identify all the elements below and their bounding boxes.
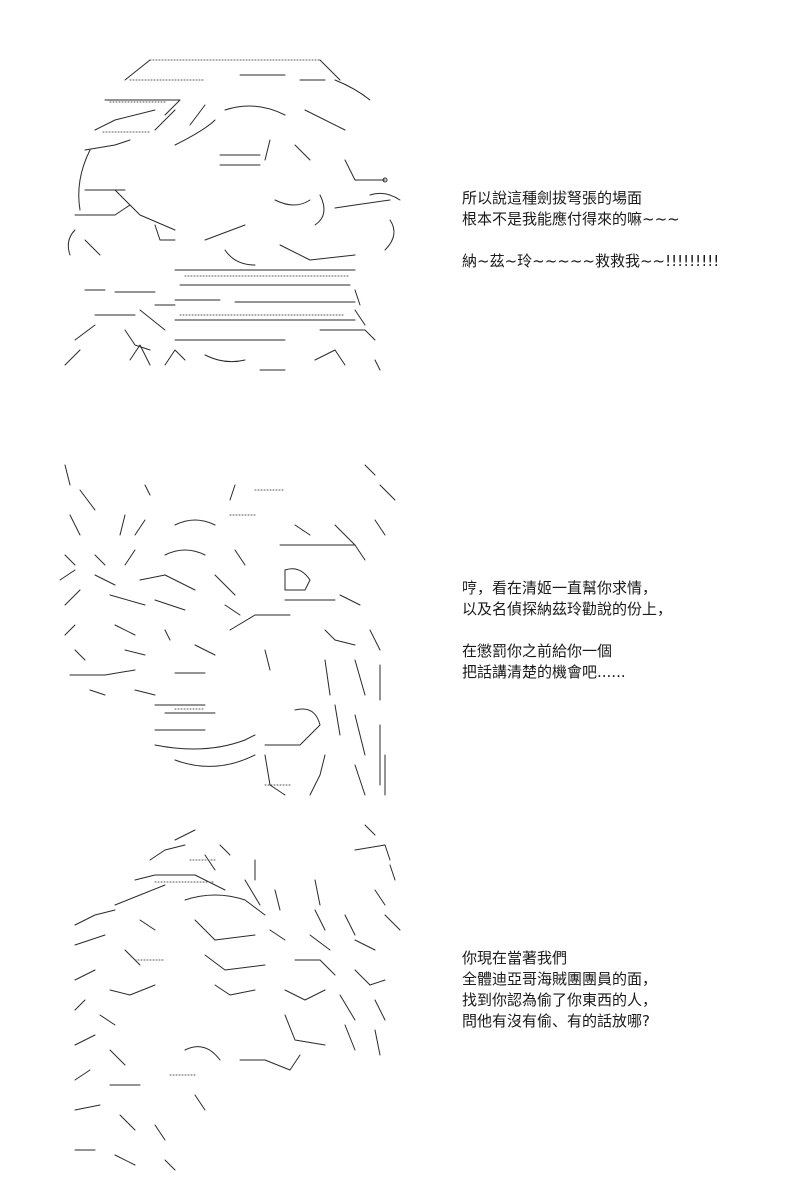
dialog-line: 全體迪亞哥海賊團團員的面， xyxy=(462,970,658,988)
dialog-line: 以及名偵探納茲玲勸說的份上， xyxy=(462,600,673,618)
ascii-art-drawing xyxy=(74,824,401,1171)
ascii-art-worried-girl-face xyxy=(55,40,405,390)
dialog-line: 問他有沒有偷、有的話放哪? xyxy=(462,1012,650,1030)
panel-2: 哼，看在清姬一直幫你求情， 以及名偵探納茲玲勸說的份上， 在懲罰你之前給你一個 … xyxy=(0,455,800,815)
dialog-line: 你現在當著我們 xyxy=(462,949,568,967)
panel-2-dialog: 哼，看在清姬一直幫你求情， 以及名偵探納茲玲勸說的份上， 在懲罰你之前給你一個 … xyxy=(462,578,782,683)
dialog-line: 根本不是我能應付得來的嘛~~~ xyxy=(462,210,680,228)
panel-3: 你現在當著我們 全體迪亞哥海賊團團員的面， 找到你認為偷了你東西的人， 問他有沒… xyxy=(0,820,800,1180)
dialog-line: 納~茲~玲~~~~~救救我~~!!!!!!!!! xyxy=(462,252,720,270)
ascii-art-drawing xyxy=(64,59,401,371)
dialog-line: 哼，看在清姬一直幫你求情， xyxy=(462,579,658,597)
panel-3-dialog: 你現在當著我們 全體迪亞哥海賊團團員的面， 找到你認為偷了你東西的人， 問他有沒… xyxy=(462,948,782,1032)
panel-1: 所以說這種劍拔弩張的場面 根本不是我能應付得來的嘛~~~ 納~茲~玲~~~~~救… xyxy=(0,40,800,390)
panel-1-dialog: 所以說這種劍拔弩張的場面 根本不是我能應付得來的嘛~~~ 納~茲~玲~~~~~救… xyxy=(462,188,782,272)
dialog-line: 所以說這種劍拔弩張的場面 xyxy=(462,189,643,207)
dialog-line: 找到你認為偷了你東西的人， xyxy=(462,991,658,1009)
ascii-art-stern-girl-face xyxy=(55,455,405,815)
dialog-line: 在懲罰你之前給你一個 xyxy=(462,642,613,660)
ascii-art-drawing xyxy=(59,464,396,796)
dialog-line: 把話講清楚的機會吧...... xyxy=(462,663,626,681)
ascii-art-girl-profile xyxy=(55,820,405,1180)
